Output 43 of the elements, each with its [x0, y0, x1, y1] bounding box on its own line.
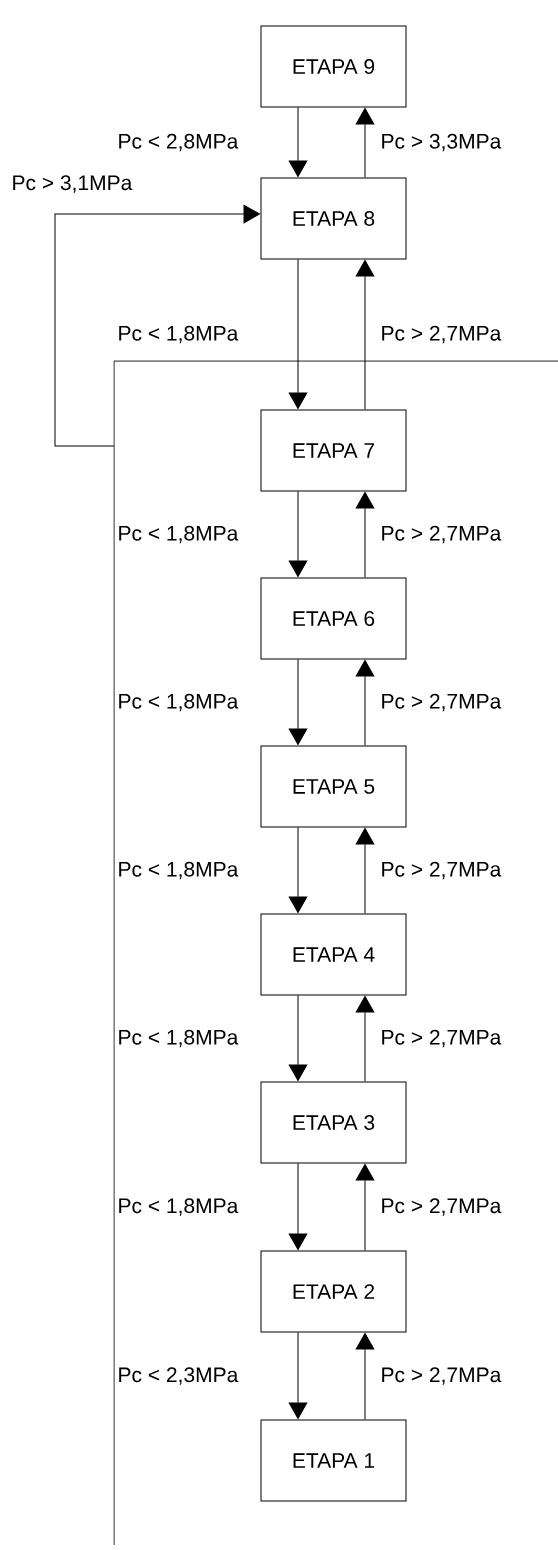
arrow [288, 1163, 308, 1250]
arrow [288, 259, 308, 409]
arrow [288, 995, 308, 1081]
stage-box: ETAPA 8 [260, 177, 407, 260]
arrow [288, 827, 308, 913]
edge-label: Pc < 1,8MPa [116, 692, 240, 713]
stage-box: ETAPA 9 [260, 25, 407, 108]
edge-label: Pc > 2,7MPa [379, 524, 503, 545]
edge-label: Pc < 2,3MPa [116, 1366, 240, 1386]
arrow [355, 108, 375, 178]
arrow [355, 660, 375, 746]
edge-label: Pc > 2,7MPa [379, 1366, 503, 1386]
arrow [355, 260, 375, 410]
arrow [54, 204, 260, 447]
arrow [355, 492, 375, 578]
arrow [355, 1333, 375, 1420]
edge-label: Pc < 1,8MPa [116, 1028, 240, 1049]
edge-label: Pc > 3,1MPa [10, 174, 134, 194]
arrow [288, 107, 308, 177]
stage-box: ETAPA 2 [260, 1250, 407, 1333]
edge-label: Pc < 1,8MPa [116, 860, 240, 881]
stage-box: ETAPA 4 [260, 913, 407, 996]
edge-label: Pc < 1,8MPa [116, 1197, 240, 1217]
edge-label: Pc > 2,7MPa [379, 860, 503, 881]
stage-box: ETAPA 6 [260, 577, 407, 660]
arrow [288, 659, 308, 745]
edge-label: Pc > 2,7MPa [379, 1197, 503, 1217]
edge-label: Pc < 1,8MPa [116, 324, 240, 345]
edge-label: Pc > 2,7MPa [379, 1028, 503, 1049]
edge-label: Pc > 2,7MPa [379, 324, 503, 345]
stage-box: ETAPA 3 [260, 1081, 407, 1164]
edge-label: Pc < 1,8MPa [116, 524, 240, 545]
arrow [355, 996, 375, 1082]
stage-box: ETAPA 5 [260, 745, 407, 828]
arrow [288, 1332, 308, 1419]
edge-label: Pc > 3,3MPa [379, 132, 503, 153]
arrow [355, 1164, 375, 1251]
edge-label: Pc > 2,7MPa [379, 692, 503, 713]
arrow [355, 828, 375, 914]
arrow [288, 491, 308, 577]
stage-box: ETAPA 1 [260, 1419, 407, 1502]
edge-label: Pc < 2,8MPa [116, 132, 240, 153]
stage-box: ETAPA 7 [260, 409, 407, 492]
